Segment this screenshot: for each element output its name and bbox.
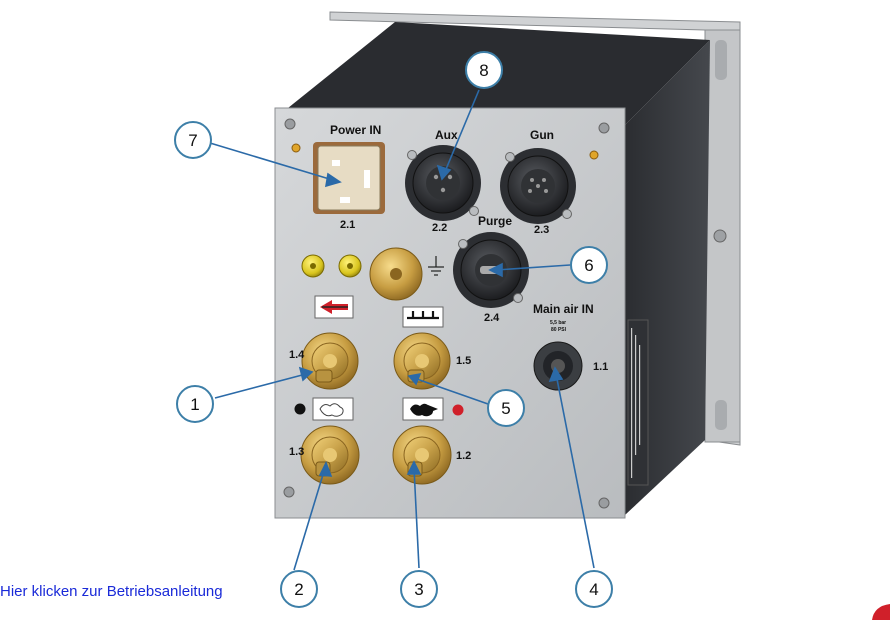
- svg-text:4: 4: [589, 580, 598, 599]
- exhaust-arrow-icon: [314, 295, 354, 319]
- powder-off-icon: [294, 397, 354, 421]
- port-1-4-label: 1.4: [289, 349, 305, 361]
- svg-text:8: 8: [479, 61, 488, 80]
- manual-link[interactable]: Hier klicken zur Betriebsanleitung: [0, 583, 223, 600]
- svg-text:1: 1: [190, 395, 199, 414]
- svg-text:6: 6: [584, 256, 593, 275]
- pressure-psi-label: 80 PSI: [551, 327, 567, 333]
- port-1-3-label: 1.3: [289, 446, 304, 458]
- callout-2: 2: [280, 570, 318, 608]
- aux-connector: [405, 145, 481, 221]
- air-fitting-1-4: [301, 332, 359, 390]
- manifold-icon: [402, 306, 444, 328]
- port-1-1-label: 1.1: [593, 361, 608, 373]
- mounting-plate: [329, 11, 741, 446]
- yellow-sockets: [301, 254, 362, 278]
- port-2-1-label: 2.1: [340, 219, 355, 231]
- port-1-5-label: 1.5: [456, 355, 471, 367]
- callout-leaders: [209, 89, 595, 571]
- port-2-3-label: 2.3: [534, 224, 549, 236]
- gun-connector: [500, 148, 576, 224]
- svg-text:7: 7: [188, 131, 197, 150]
- callout-8: 8: [465, 51, 503, 89]
- logo-fragment: [872, 604, 890, 620]
- air-fitting-1-5: [393, 332, 451, 390]
- callout-1: 1: [176, 385, 214, 423]
- ground-icon: [428, 256, 444, 276]
- power-in-label: Power IN: [330, 123, 381, 137]
- ground-terminal: [369, 247, 423, 301]
- callout-5: 5: [487, 389, 525, 427]
- purge-label: Purge: [478, 214, 512, 228]
- air-fitting-1-2: [392, 425, 452, 485]
- main-air-in-fitting: [533, 341, 583, 391]
- pressure-bar-label: 5,5 bar: [550, 320, 566, 326]
- callout-7: 7: [174, 121, 212, 159]
- svg-text:2: 2: [294, 580, 303, 599]
- callout-4: 4: [575, 570, 613, 608]
- powder-on-icon: [402, 397, 464, 421]
- callout-6: 6: [570, 246, 608, 284]
- gun-label: Gun: [530, 128, 554, 142]
- aux-label: Aux: [435, 128, 458, 142]
- port-1-2-label: 1.2: [456, 450, 471, 462]
- svg-text:5: 5: [501, 399, 510, 418]
- svg-text:3: 3: [414, 580, 423, 599]
- port-2-4-label: 2.4: [484, 312, 500, 324]
- callout-3: 3: [400, 570, 438, 608]
- main-air-in-label: Main air IN: [533, 302, 594, 316]
- port-2-2-label: 2.2: [432, 222, 447, 234]
- power-in-connector: [313, 142, 385, 214]
